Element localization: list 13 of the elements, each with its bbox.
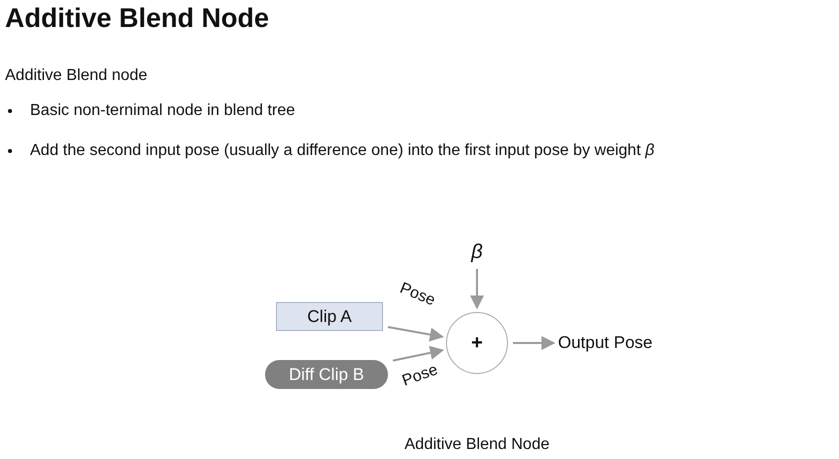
arrow: [392, 346, 444, 362]
output-label: Output Pose: [558, 332, 676, 354]
arrow: [513, 336, 556, 350]
arrow: [470, 269, 484, 310]
diagram-caption: Additive Blend Node: [404, 435, 550, 455]
clip-pill: Diff Clip B: [265, 360, 388, 389]
bullet-text: Add the second input pose (usually a difference one) into the first input pose by weight β: [30, 141, 654, 161]
clip-box: Clip A: [276, 302, 383, 331]
arrow: [388, 326, 444, 342]
weight-symbol: β: [469, 240, 485, 264]
slide-title: Additive Blend Node: [5, 2, 270, 35]
bullet-text: Basic non-ternimal node in blend tree: [30, 101, 296, 121]
intro-text: Additive Blend node: [5, 66, 148, 86]
